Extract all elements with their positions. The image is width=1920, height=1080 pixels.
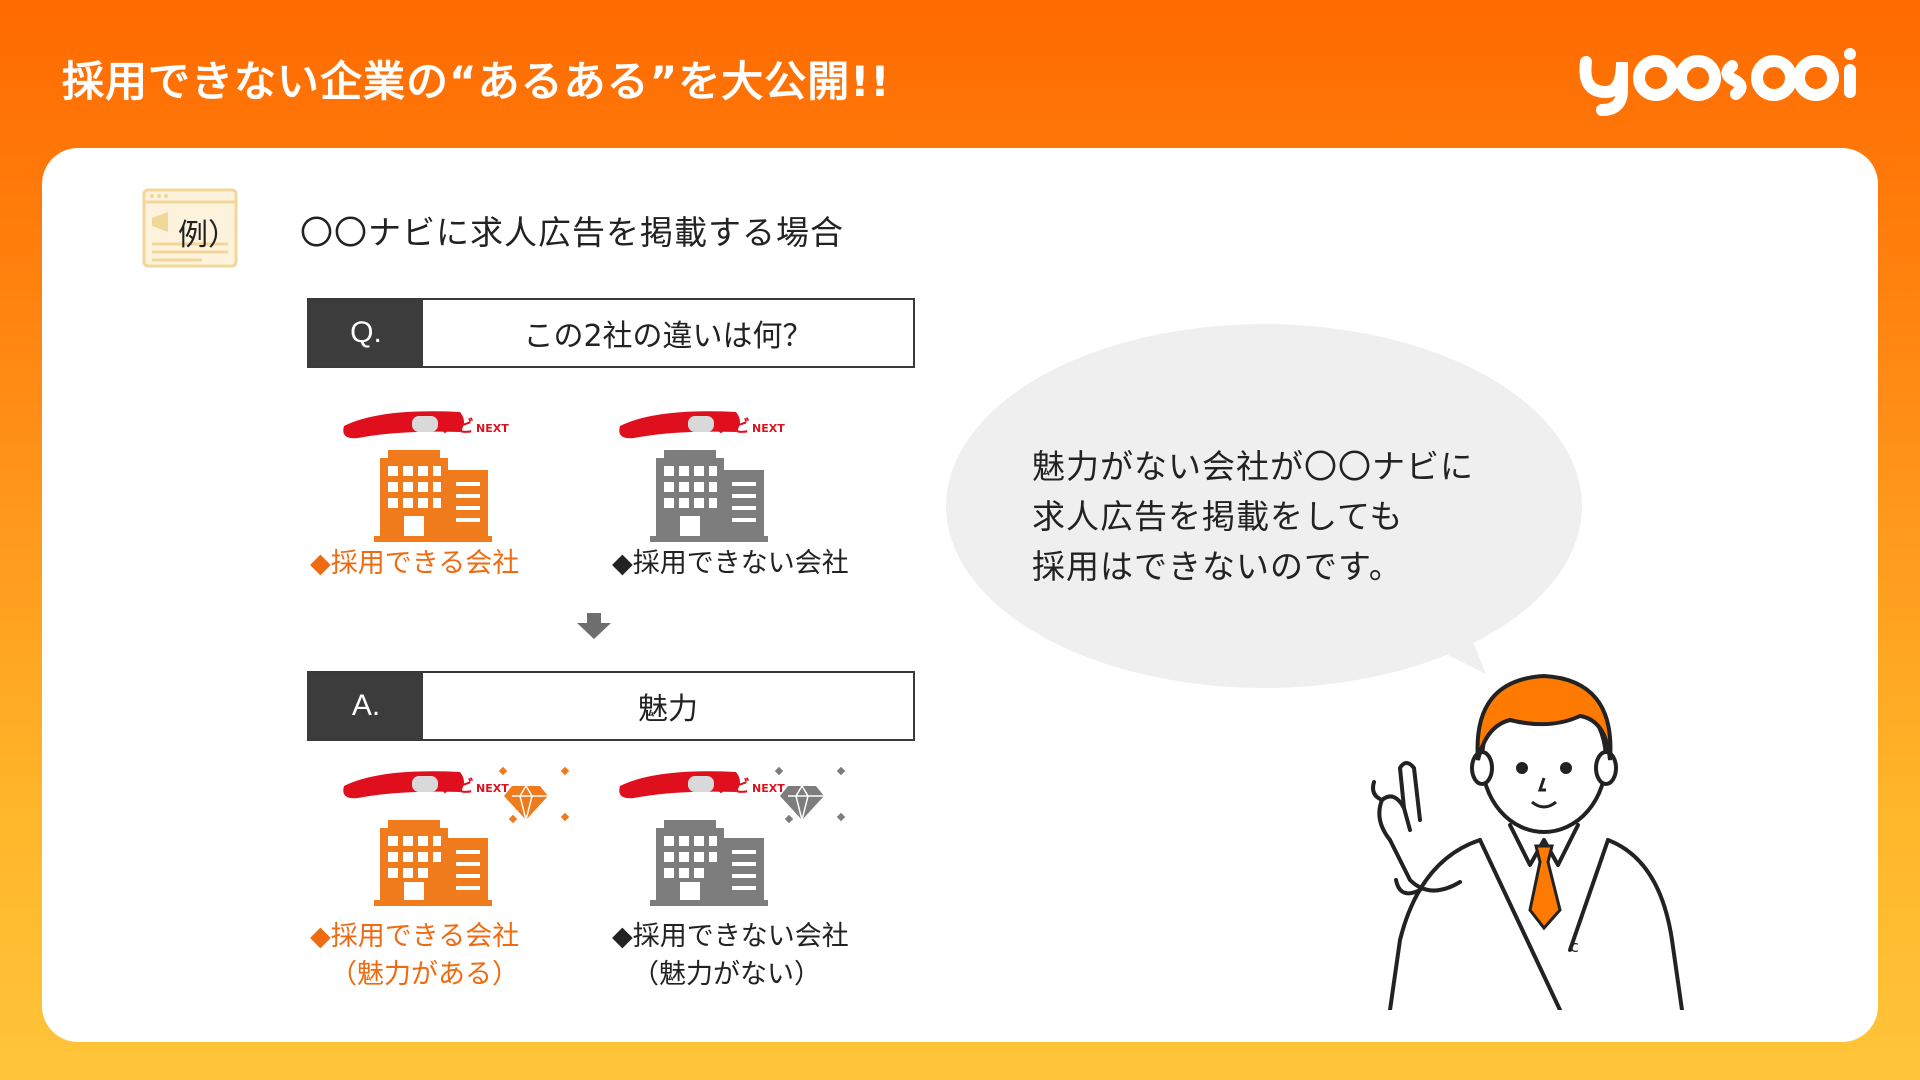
question-text: この2社の違いは何？: [523, 319, 813, 354]
attractive-company-building-icon: ナビ NEXT: [343, 766, 570, 906]
businessman-illustration: c: [1371, 673, 1684, 1010]
speech-bubble: [946, 324, 1582, 688]
attractive-company-caption-1: ◆採用できる会社: [310, 921, 520, 952]
speech-line-2: 求人広告を掲載をしても: [1032, 497, 1404, 536]
svg-text:ナビ: ナビ: [440, 777, 474, 797]
svg-text:ナビ: ナビ: [716, 777, 750, 797]
attractive-company-caption-2: （魅力がある）: [330, 959, 519, 990]
hiring-company-building-icon: ナビ NEXT: [343, 411, 509, 542]
company-logo: [1579, 48, 1856, 116]
down-arrow-icon: [577, 613, 611, 639]
content-card: [42, 148, 1878, 1042]
svg-text:ナビ: ナビ: [716, 417, 750, 437]
answer-text: 魅力: [638, 692, 698, 727]
non-hiring-company-building-icon: ナビ NEXT: [619, 411, 785, 542]
example-label: 例）: [178, 218, 238, 253]
answer-bar: A. 魅力: [307, 671, 915, 741]
page-title: 採用できない企業の“あるある”を大公開!!: [62, 57, 891, 106]
speech-line-3: 採用はできないのです。: [1032, 547, 1403, 586]
svg-text:NEXT: NEXT: [752, 422, 785, 435]
unattractive-company-caption-1: ◆採用できない会社: [612, 921, 849, 952]
navi-badge-suffix: NEXT: [476, 422, 509, 435]
navi-badge-text: ナビ: [440, 417, 474, 437]
unattractive-company-caption-2: （魅力がない）: [632, 959, 821, 990]
svg-text:NEXT: NEXT: [752, 782, 785, 795]
hiring-company-caption: ◆採用できる会社: [310, 548, 520, 579]
svg-text:c: c: [1570, 937, 1579, 956]
example-heading: 〇〇ナビに求人広告を掲載する場合: [300, 213, 844, 252]
browser-ad-icon: [142, 188, 238, 268]
speech-bubble-text: 魅力がない会社が〇〇ナビに 求人広告を掲載をしても 採用はできないのです。: [1032, 442, 1474, 592]
non-hiring-company-caption: ◆採用できない会社: [612, 548, 849, 579]
question-bar: Q. この2社の違いは何？: [307, 298, 915, 368]
speech-line-1: 魅力がない会社が〇〇ナビに: [1032, 447, 1474, 486]
question-tag: Q.: [309, 300, 423, 366]
svg-text:NEXT: NEXT: [476, 782, 509, 795]
unattractive-company-building-icon: ナビ NEXT: [619, 766, 846, 906]
answer-tag: A.: [309, 673, 423, 739]
